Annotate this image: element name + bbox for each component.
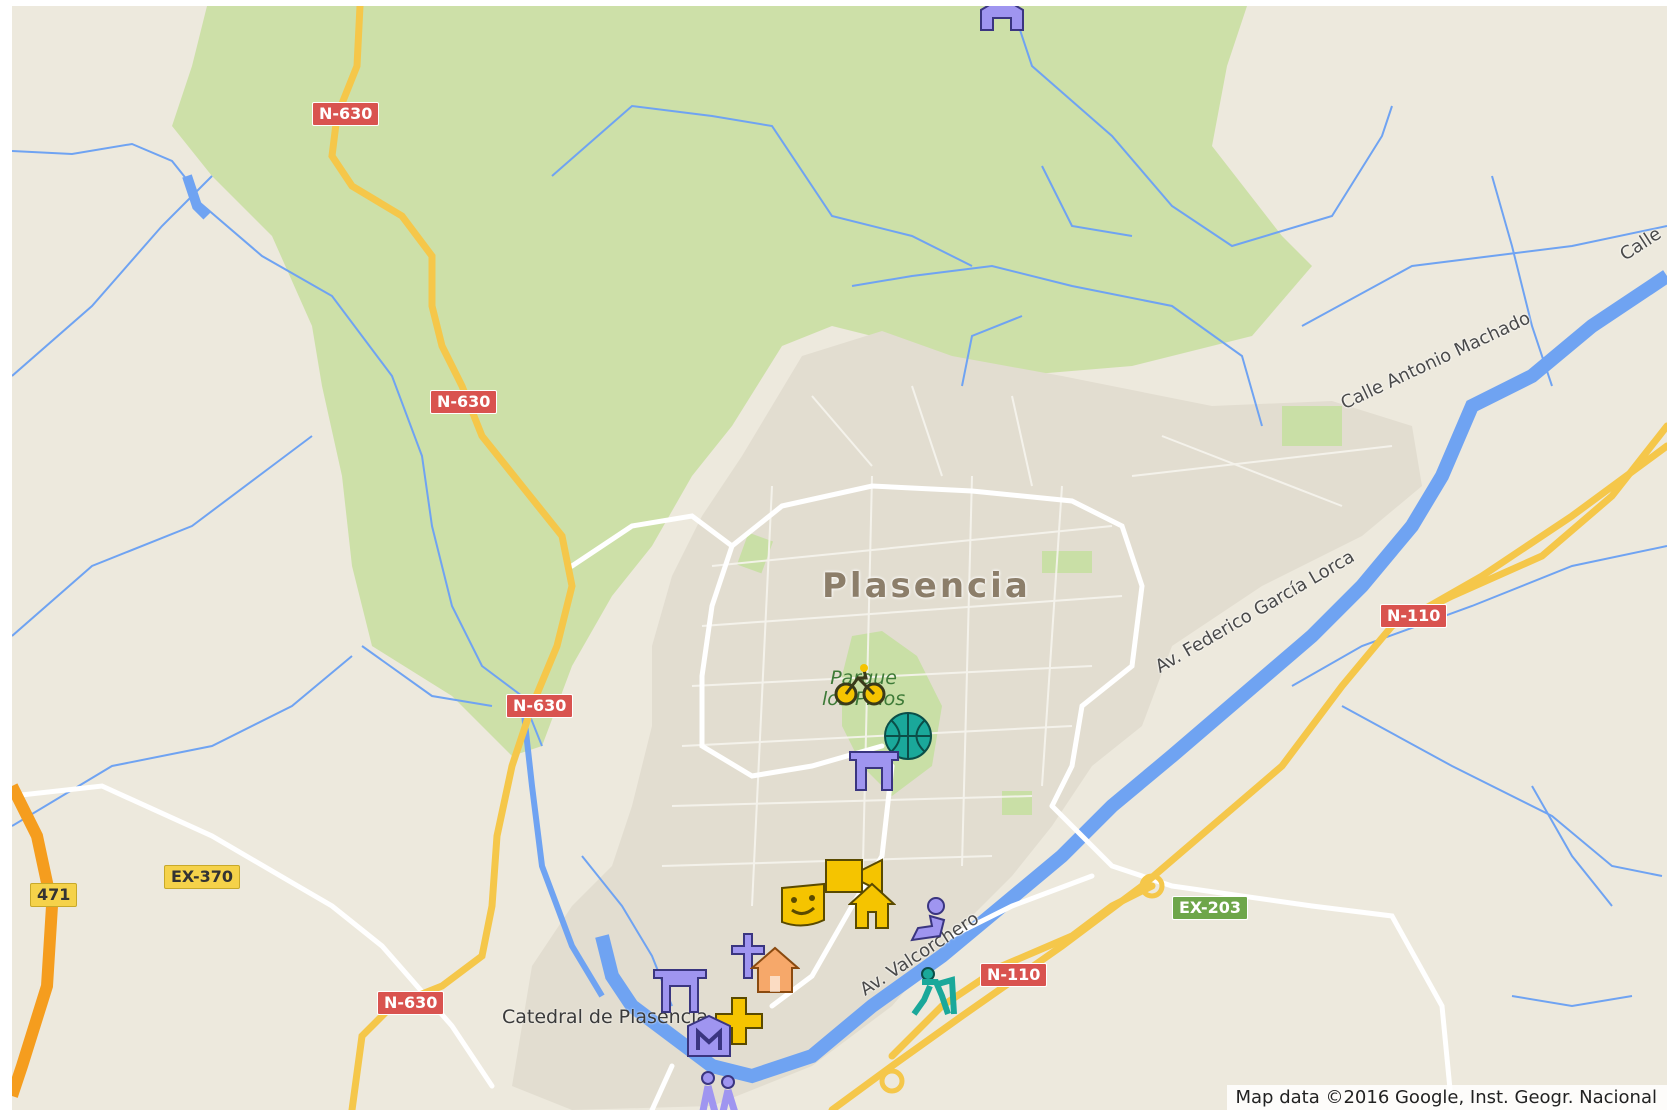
road-shield: EX-203 bbox=[1172, 896, 1248, 920]
forest-area bbox=[172, 6, 1312, 756]
n630-road bbox=[328, 6, 576, 1110]
video-camera-icon[interactable] bbox=[824, 856, 884, 898]
road-shield: EX-370 bbox=[164, 865, 240, 889]
motorway bbox=[12, 783, 59, 1098]
road-shield: N-630 bbox=[430, 390, 498, 414]
road-shield: N-630 bbox=[312, 102, 380, 126]
bicycle-icon[interactable] bbox=[834, 662, 886, 706]
hiking-icon[interactable] bbox=[908, 966, 958, 1016]
basketball-icon[interactable] bbox=[882, 710, 934, 762]
poi-label: Catedral de Plasencia bbox=[502, 1006, 709, 1028]
monument-icon[interactable] bbox=[977, 6, 1027, 32]
torii-icon[interactable] bbox=[652, 966, 708, 1014]
map-base-layer bbox=[12, 6, 1667, 1110]
hospital-icon[interactable] bbox=[714, 996, 764, 1046]
house-icon[interactable] bbox=[750, 946, 800, 994]
road-shield: N-630 bbox=[506, 694, 574, 718]
map-canvas[interactable]: Plasencia Parque los Pinos Catedral de P… bbox=[12, 6, 1667, 1110]
prayer-icon[interactable] bbox=[908, 896, 952, 946]
theater-icon[interactable] bbox=[778, 882, 828, 930]
museum-icon[interactable] bbox=[686, 1014, 732, 1058]
road-shield: N-110 bbox=[1380, 604, 1448, 628]
map-attribution: Map data ©2016 Google, Inst. Geogr. Naci… bbox=[1227, 1085, 1667, 1110]
walking-people-icon[interactable] bbox=[692, 1070, 744, 1110]
gate-icon[interactable] bbox=[848, 748, 900, 794]
cross-icon[interactable] bbox=[728, 932, 768, 980]
road-shield: N-110 bbox=[980, 963, 1048, 987]
city-label: Plasencia bbox=[822, 566, 1031, 606]
urban-area bbox=[512, 331, 1422, 1110]
ex203-road bbox=[1408, 442, 1667, 620]
road-shield: 471 bbox=[30, 883, 78, 907]
n110-road bbox=[828, 422, 1667, 1110]
road-shield: N-630 bbox=[377, 991, 445, 1015]
home-icon[interactable] bbox=[848, 882, 896, 930]
